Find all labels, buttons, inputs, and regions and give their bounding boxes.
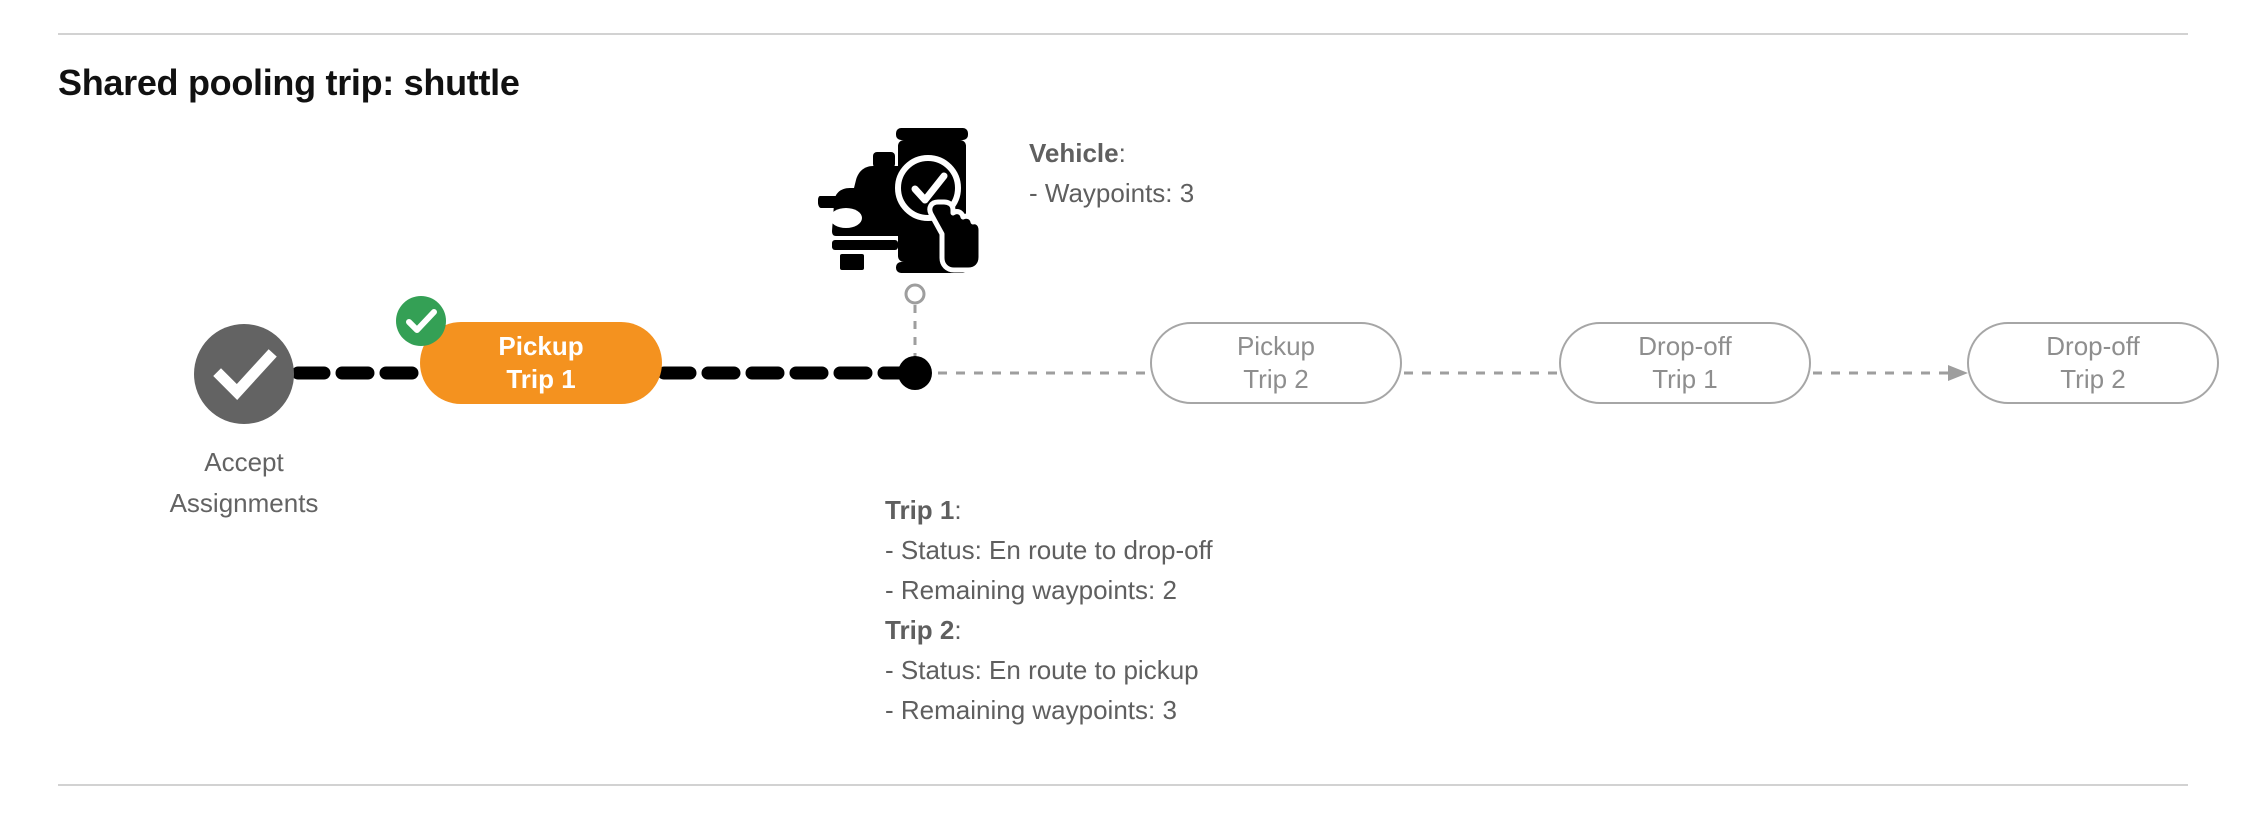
trip-2-heading-row: Trip 2: bbox=[885, 610, 1213, 650]
trip-info-block: Trip 1: - Status: En route to drop-off -… bbox=[885, 490, 1213, 730]
start-node-circle bbox=[194, 324, 294, 424]
node-dropoff-trip-2[interactable]: Drop-off Trip 2 bbox=[1967, 322, 2219, 404]
check-circle-icon bbox=[213, 349, 277, 400]
trip-2-heading-colon: : bbox=[954, 615, 962, 645]
vehicle-info-heading: Vehicle bbox=[1029, 138, 1119, 168]
current-position-dot bbox=[898, 356, 932, 390]
trip-1-heading-row: Trip 1: bbox=[885, 490, 1213, 530]
node-dropoff-trip-1-line-1: Drop-off bbox=[1638, 331, 1732, 361]
start-node-accept-assignments[interactable] bbox=[194, 324, 294, 424]
node-dropoff-trip-1-line-2: Trip 1 bbox=[1652, 364, 1718, 394]
check-badge-icon bbox=[396, 296, 446, 346]
path-arrowhead bbox=[1948, 365, 1968, 381]
page-title: Shared pooling trip: shuttle bbox=[58, 62, 520, 103]
node-dropoff-trip-1[interactable]: Drop-off Trip 1 bbox=[1559, 322, 1811, 404]
node-pickup-trip-2-line-2: Trip 2 bbox=[1243, 364, 1309, 394]
trip-1-heading: Trip 1 bbox=[885, 495, 955, 525]
vehicle-leader-ring bbox=[904, 283, 926, 305]
node-dropoff-trip-2-line-1: Drop-off bbox=[2046, 331, 2140, 361]
node-pickup-trip-2-line-1: Pickup bbox=[1236, 331, 1316, 361]
node-pickup-trip-1-line-1: Pickup bbox=[498, 331, 584, 361]
vehicle-phone-check-icon bbox=[818, 128, 983, 273]
trip-1-remaining-waypoints: - Remaining waypoints: 2 bbox=[885, 575, 1177, 605]
start-node-label-line-1: Accept bbox=[204, 447, 284, 477]
start-node-label: Accept Assignments bbox=[134, 442, 354, 524]
trip-1-heading-colon: : bbox=[954, 495, 962, 525]
vehicle-info-heading-colon: : bbox=[1118, 138, 1126, 168]
divider-top bbox=[58, 33, 2188, 35]
node-pickup-trip-2[interactable]: Pickup Trip 2 bbox=[1150, 322, 1402, 404]
node-dropoff-trip-2-line-2: Trip 2 bbox=[2060, 364, 2126, 394]
node-pickup-trip-1-line-2: Trip 1 bbox=[506, 364, 576, 394]
trip-2-heading: Trip 2 bbox=[885, 615, 955, 645]
trip-2-status: - Status: En route to pickup bbox=[885, 655, 1199, 685]
trip-2-remaining-waypoints: - Remaining waypoints: 3 bbox=[885, 695, 1177, 725]
node-pickup-trip-1[interactable]: Pickup Trip 1 bbox=[420, 322, 662, 404]
start-node-label-line-2: Assignments bbox=[169, 488, 319, 518]
trip-1-status: - Status: En route to drop-off bbox=[885, 535, 1213, 565]
divider-bottom bbox=[58, 784, 2188, 786]
vehicle-info-block: Vehicle: - Waypoints: 3 bbox=[1029, 133, 1194, 213]
vehicle-info-waypoints: - Waypoints: 3 bbox=[1029, 178, 1195, 208]
vehicle-info-heading-row: Vehicle: bbox=[1029, 133, 1194, 173]
